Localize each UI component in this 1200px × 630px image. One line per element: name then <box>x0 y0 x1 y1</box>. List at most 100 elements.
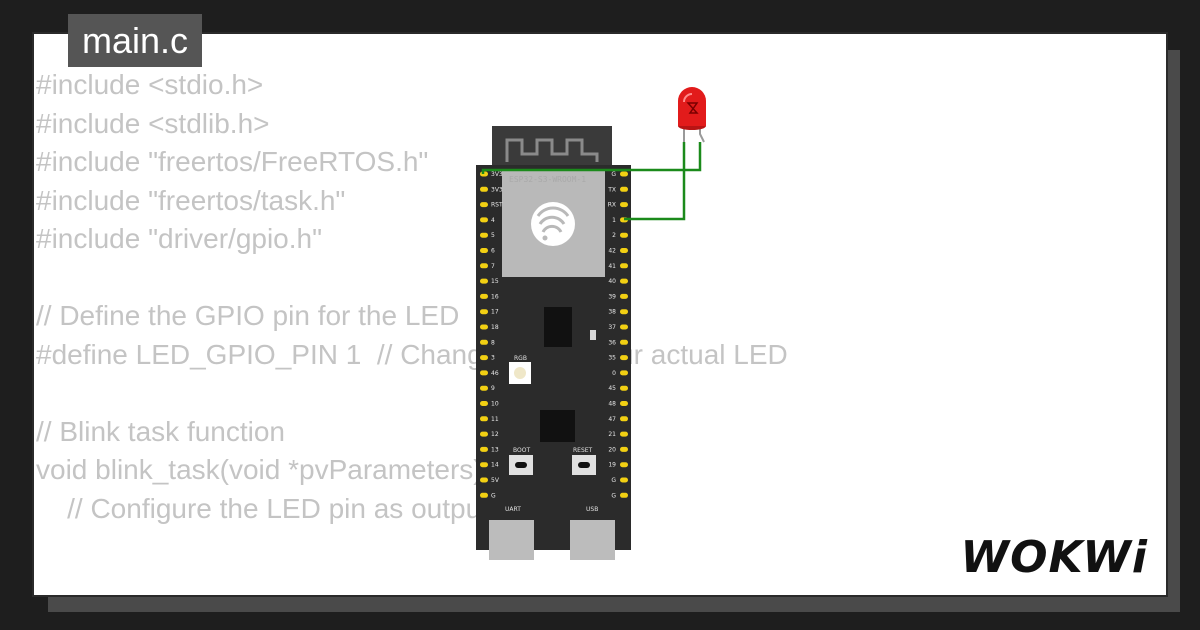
left-pin-pad[interactable] <box>480 416 488 422</box>
right-pin-pad[interactable] <box>620 416 628 422</box>
right-pin-label: 41 <box>608 263 616 270</box>
left-pin-label: 16 <box>491 293 499 300</box>
left-pin-label: 14 <box>491 462 499 469</box>
code-line: #include <stdio.h> <box>36 69 264 100</box>
code-line: #include "freertos/task.h" <box>36 184 346 216</box>
left-pin-pad[interactable] <box>480 462 488 468</box>
right-pin-pad[interactable] <box>620 477 628 483</box>
left-pin-label: 3V3 <box>491 186 503 193</box>
right-pin-label: G <box>611 477 616 484</box>
right-pin-pad[interactable] <box>620 462 628 468</box>
left-pin-pad[interactable] <box>480 217 488 223</box>
wire-3v3-to-led[interactable] <box>481 142 702 174</box>
left-pin-pad[interactable] <box>480 293 488 299</box>
usb-label: USB <box>586 506 598 513</box>
code-editor[interactable]: #include <stdio.h>#include <stdlib.h>#in… <box>36 66 788 528</box>
right-pin-label: 38 <box>608 309 616 316</box>
left-pin-label: 17 <box>491 309 499 316</box>
right-pin-label: 35 <box>608 355 616 362</box>
left-pin-pad[interactable] <box>480 355 488 361</box>
file-tab-main-c[interactable]: main.c <box>68 14 203 67</box>
left-pin-label: 9 <box>491 385 495 392</box>
right-pin-pad[interactable] <box>620 492 628 498</box>
code-line: // Define the GPIO pin for the LED <box>36 300 460 331</box>
boot-button-cap <box>515 462 527 468</box>
left-pin-label: 3V3 <box>491 171 503 178</box>
right-pin-pad[interactable] <box>620 248 628 253</box>
rgb-label: RGB <box>514 355 527 362</box>
code-line: // Blink task function <box>36 415 286 447</box>
left-pin-pad[interactable] <box>480 202 488 208</box>
reset-label: RESET <box>573 447 593 454</box>
right-pin-label: G <box>611 492 616 499</box>
right-pin-pad[interactable] <box>620 232 628 238</box>
usb-port <box>570 520 615 560</box>
left-pin-pad[interactable] <box>480 370 488 376</box>
wire-gpio1-to-led[interactable] <box>624 142 686 221</box>
left-pin-label: 13 <box>491 446 499 453</box>
left-pin-pad[interactable] <box>480 309 488 315</box>
right-pin-pad[interactable] <box>620 186 628 192</box>
right-pin-label: 2 <box>612 232 616 239</box>
right-pin-label: 0 <box>612 370 616 377</box>
right-pin-pad[interactable] <box>620 339 628 345</box>
left-pin-pad[interactable] <box>480 446 488 452</box>
right-pin-pad[interactable] <box>620 401 628 406</box>
right-pin-pad[interactable] <box>620 355 628 361</box>
usb-uart-chip <box>540 410 575 442</box>
right-pin-label: 20 <box>608 446 616 453</box>
left-pin-pad[interactable] <box>480 232 488 238</box>
right-pin-pad[interactable] <box>620 324 628 330</box>
right-pin-label: 39 <box>608 293 616 300</box>
right-pin-pad[interactable] <box>620 171 628 177</box>
left-pin-pad[interactable] <box>480 401 488 406</box>
rgb-led-lens <box>514 367 526 379</box>
right-pin-pad[interactable] <box>620 202 628 208</box>
right-pin-pad[interactable] <box>620 446 628 452</box>
right-pin-pad[interactable] <box>620 263 628 269</box>
left-pin-label: 5 <box>491 232 495 239</box>
left-pin-pad[interactable] <box>480 385 488 391</box>
reset-button-cap <box>578 462 590 468</box>
right-pin-label: TX <box>607 186 616 193</box>
code-line: // Configure the LED pin as output <box>36 492 489 524</box>
right-pin-pad[interactable] <box>620 309 628 315</box>
left-pin-label: 4 <box>491 217 495 224</box>
right-pin-label: 47 <box>608 416 616 423</box>
left-pin-pad[interactable] <box>480 477 488 483</box>
red-led-icon[interactable] <box>678 87 706 143</box>
left-pin-pad[interactable] <box>480 263 488 269</box>
left-pin-pad[interactable] <box>480 492 488 498</box>
right-pin-label: 48 <box>608 401 616 408</box>
left-pin-label: 5V <box>491 477 500 484</box>
left-pin-pad[interactable] <box>480 278 488 284</box>
left-pin-pad[interactable] <box>480 339 488 345</box>
right-pin-label: 36 <box>608 339 616 346</box>
uart-usb-port <box>489 520 534 560</box>
left-pin-pad[interactable] <box>480 248 488 253</box>
left-pin-label: 11 <box>491 416 499 423</box>
right-pin-label: 1 <box>612 217 616 224</box>
right-pin-pad[interactable] <box>620 293 628 299</box>
left-pin-label: 10 <box>491 401 499 408</box>
left-pin-label: 18 <box>491 324 499 331</box>
left-pin-label: 46 <box>491 370 499 377</box>
right-pin-pad[interactable] <box>620 278 628 284</box>
right-pin-label: 37 <box>608 324 616 331</box>
regulator-chip <box>544 307 572 347</box>
right-pin-pad[interactable] <box>620 431 628 437</box>
right-pin-label: 45 <box>608 385 616 392</box>
right-pin-pad[interactable] <box>620 370 628 376</box>
left-pin-pad[interactable] <box>480 431 488 437</box>
boot-label: BOOT <box>513 447 530 454</box>
uart-label: UART <box>505 506 521 513</box>
right-pin-label: 21 <box>608 431 616 438</box>
left-pin-pad[interactable] <box>480 186 488 192</box>
left-pin-label: 6 <box>491 248 495 255</box>
left-pin-pad[interactable] <box>480 324 488 330</box>
left-pin-label: 7 <box>491 263 495 270</box>
right-pin-pad[interactable] <box>620 385 628 391</box>
right-pin-label: 19 <box>608 462 616 469</box>
